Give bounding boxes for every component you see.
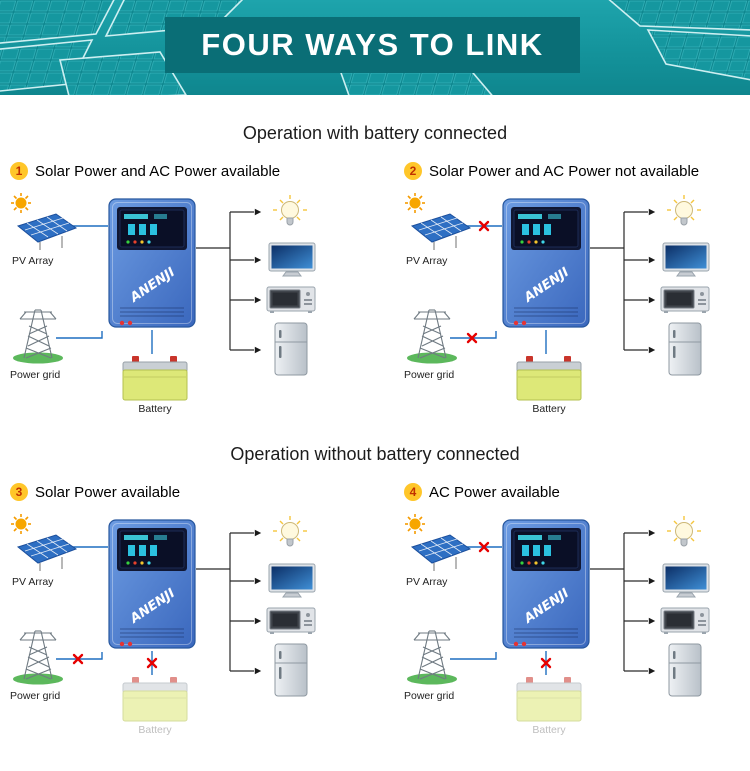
panel-row-2: 3 Solar Power available — [0, 479, 750, 735]
arrow-icon — [254, 577, 262, 585]
battery-icon — [516, 676, 582, 722]
arrow-icon — [648, 296, 656, 304]
battery-label: Battery — [532, 403, 566, 414]
tv-icon — [662, 563, 710, 598]
arrow-icon — [254, 256, 262, 264]
pv-array-icon — [10, 513, 77, 572]
source-lines — [56, 225, 153, 354]
panel-1-title: Solar Power and AC Power available — [35, 162, 281, 180]
refrigerator-icon — [274, 322, 308, 376]
power-grid-label: Power grid — [10, 690, 60, 702]
microwave-icon — [660, 286, 710, 314]
microwave-icon — [266, 607, 316, 635]
tv-icon — [268, 563, 316, 598]
arrow-icon — [254, 346, 262, 354]
load-lines — [196, 532, 254, 672]
panel-4-number-badge: 4 — [404, 483, 422, 501]
power-grid-label: Power grid — [10, 369, 60, 381]
panel-3-header: 3 Solar Power available — [6, 479, 348, 505]
panel-4-header: 4 AC Power available — [400, 479, 742, 505]
light-bulb-icon — [272, 515, 308, 547]
panel-2-number-badge: 2 — [404, 162, 422, 180]
pv-array-label: PV Array — [406, 576, 448, 588]
section-title-with-battery: Operation with battery connected — [242, 123, 508, 143]
panel-3-title: Solar Power available — [35, 483, 181, 501]
pv-array-label: PV Array — [12, 576, 54, 588]
panel-3-number-badge: 3 — [10, 483, 28, 501]
section-with-battery: Operation with battery connected 1 Solar… — [0, 123, 750, 414]
load-lines — [590, 211, 648, 351]
arrow-icon — [648, 577, 656, 585]
tv-icon — [662, 242, 710, 277]
power-grid-label: Power grid — [404, 369, 454, 381]
section-title-without-battery: Operation without battery connected — [230, 444, 520, 464]
light-bulb-icon — [666, 194, 702, 226]
panel-4-title: AC Power available — [429, 483, 560, 501]
pv-array-label: PV Array — [12, 255, 54, 267]
light-bulb-icon — [666, 515, 702, 547]
banner: FOUR WAYS TO LINK — [0, 0, 750, 95]
pv-array-label: PV Array — [406, 255, 448, 267]
battery-group: Battery — [122, 676, 188, 735]
arrow-icon — [254, 617, 262, 625]
arrow-icon — [648, 208, 656, 216]
load-lines — [196, 211, 254, 351]
arrow-icon — [254, 529, 262, 537]
power-grid-icon — [406, 630, 458, 685]
battery-group: Battery — [516, 355, 582, 414]
panel-row-1: 1 Solar Power and AC Power available — [0, 158, 750, 414]
arrow-icon — [254, 208, 262, 216]
panel-scenario-4: 4 AC Power available — [400, 479, 742, 735]
inverter-icon — [502, 198, 590, 328]
arrow-icon — [648, 617, 656, 625]
power-grid-icon — [406, 309, 458, 364]
pv-array-icon — [404, 192, 471, 251]
arrow-icon — [648, 346, 656, 354]
battery-label: Battery — [532, 724, 566, 735]
panel-scenario-1: 1 Solar Power and AC Power available — [6, 158, 348, 414]
power-grid-icon — [12, 309, 64, 364]
battery-icon — [122, 355, 188, 401]
battery-group: Battery — [516, 676, 582, 735]
power-grid-label: Power grid — [404, 690, 454, 702]
arrow-icon — [648, 529, 656, 537]
inverter-icon — [108, 519, 196, 649]
title-band: FOUR WAYS TO LINK — [165, 17, 580, 73]
refrigerator-icon — [668, 322, 702, 376]
refrigerator-icon — [668, 643, 702, 697]
panel-scenario-3: 3 Solar Power available — [6, 479, 348, 735]
microwave-icon — [660, 607, 710, 635]
light-bulb-icon — [272, 194, 308, 226]
refrigerator-icon — [274, 643, 308, 697]
panel-2-title: Solar Power and AC Power not available — [429, 162, 700, 180]
tv-icon — [268, 242, 316, 277]
battery-icon — [516, 355, 582, 401]
pv-array-icon — [10, 192, 77, 251]
arrow-icon — [648, 667, 656, 675]
battery-icon — [122, 676, 188, 722]
panel-1-header: 1 Solar Power and AC Power available — [6, 158, 348, 184]
arrow-icon — [254, 667, 262, 675]
load-lines — [590, 532, 648, 672]
panel-1-number-badge: 1 — [10, 162, 28, 180]
page-title: FOUR WAYS TO LINK — [201, 27, 544, 62]
diagram-scenario-1: PV Array Power grid Battery — [10, 192, 316, 414]
inverter-icon — [502, 519, 590, 649]
battery-group: Battery — [122, 355, 188, 414]
inverter-icon — [108, 198, 196, 328]
battery-label: Battery — [138, 724, 172, 735]
diagram-scenario-2: PV Array Power grid Battery — [404, 192, 710, 414]
diagram-scenario-3: PV Array Power grid Battery — [10, 513, 316, 735]
arrow-icon — [254, 296, 262, 304]
arrow-icon — [648, 256, 656, 264]
pv-array-icon — [404, 513, 471, 572]
panel-scenario-2: 2 Solar Power and AC Power not available — [400, 158, 742, 414]
diagram-scenario-4: PV Array Power grid Battery — [404, 513, 710, 735]
battery-label: Battery — [138, 403, 172, 414]
panel-2-header: 2 Solar Power and AC Power not available — [400, 158, 742, 184]
power-grid-icon — [12, 630, 64, 685]
microwave-icon — [266, 286, 316, 314]
section-without-battery: Operation without battery connected 3 So… — [0, 444, 750, 735]
